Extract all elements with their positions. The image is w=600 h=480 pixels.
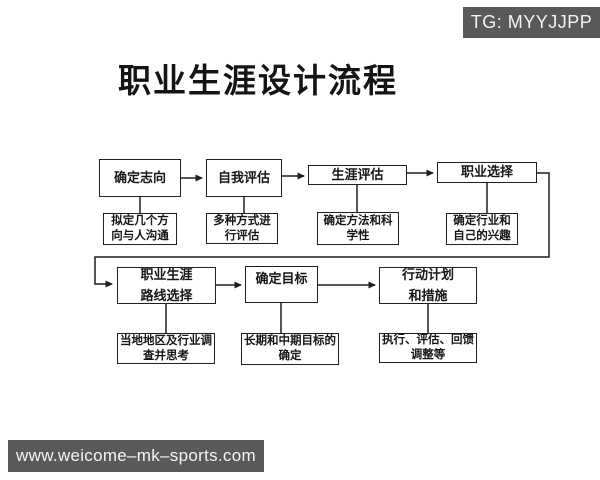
watermark-bar: www.weicome–mk–sports.com (8, 440, 264, 472)
detail-box-career-choice: 确定行业和 自己的兴趣 (446, 213, 518, 245)
detail-box-career-assessment: 确定方法和科 学性 (317, 212, 399, 245)
page-title: 职业生涯设计流程 (118, 61, 398, 100)
wrap-connector-row1-row2 (94, 172, 550, 288)
detail-box-route-selection: 当地地区及行业调 查并思考 (117, 333, 215, 364)
flow-box-career-assessment: 生涯评估 (308, 165, 407, 185)
detail-box-self-assessment: 多种方式进 行评估 (206, 213, 278, 244)
flow-box-determine-aspiration: 确定志向 (99, 159, 181, 197)
flow-box-action-plan: 行动计划 和措施 (379, 267, 477, 304)
flow-box-career-choice: 职业选择 (437, 162, 537, 183)
flow-box-route-selection: 职业生涯 路线选择 (117, 267, 216, 304)
tg-badge: TG: MYYJJPP (463, 7, 600, 38)
detail-box-determine-aspiration: 拟定几个方 向与人沟通 (103, 213, 177, 245)
flow-box-set-goals: 确定目标 (245, 266, 318, 303)
detail-box-action-plan: 执行、评估、回馈 调整等 (379, 333, 477, 363)
detail-box-set-goals: 长期和中期目标的 确定 (241, 333, 339, 365)
flow-box-self-assessment: 自我评估 (206, 159, 282, 197)
